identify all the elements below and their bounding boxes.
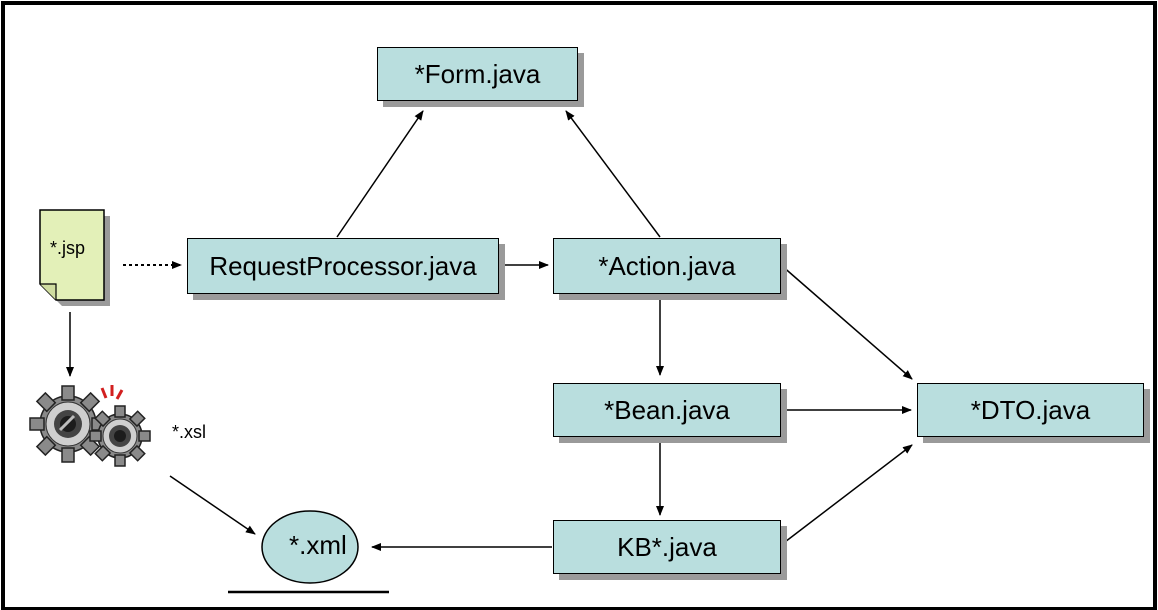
gears-icon [29,385,151,467]
requestprocessor-java-node: RequestProcessor.java [187,238,499,294]
jsp-label: *.jsp [50,238,86,258]
dto-java-node: *DTO.java [917,383,1144,437]
kb-java-node: KB*.java [553,520,781,574]
bean-java-node: *Bean.java [553,383,781,437]
arrow-action-to-form [565,110,661,238]
bean-java-label: *Bean.java [604,394,730,425]
action-java-node: *Action.java [553,238,781,294]
storage-icon [261,510,359,584]
arrow-xsl-to-xml [169,475,256,535]
document-icon [39,209,110,306]
action-java-label: *Action.java [598,250,736,281]
requestprocessor-java-label: RequestProcessor.java [209,250,477,281]
xsl-label: *.xsl [172,422,207,442]
xml-label: *.xml [289,530,347,560]
kb-java-label: KB*.java [617,531,717,562]
dto-java-label: *DTO.java [970,394,1091,425]
form-java-label: *Form.java [414,58,541,89]
arrow-action-to-dto [780,264,913,380]
arrow-requestprocessor-to-form [336,110,424,238]
form-java-node: *Form.java [377,47,578,101]
arrow-kb-to-dto [780,444,913,546]
